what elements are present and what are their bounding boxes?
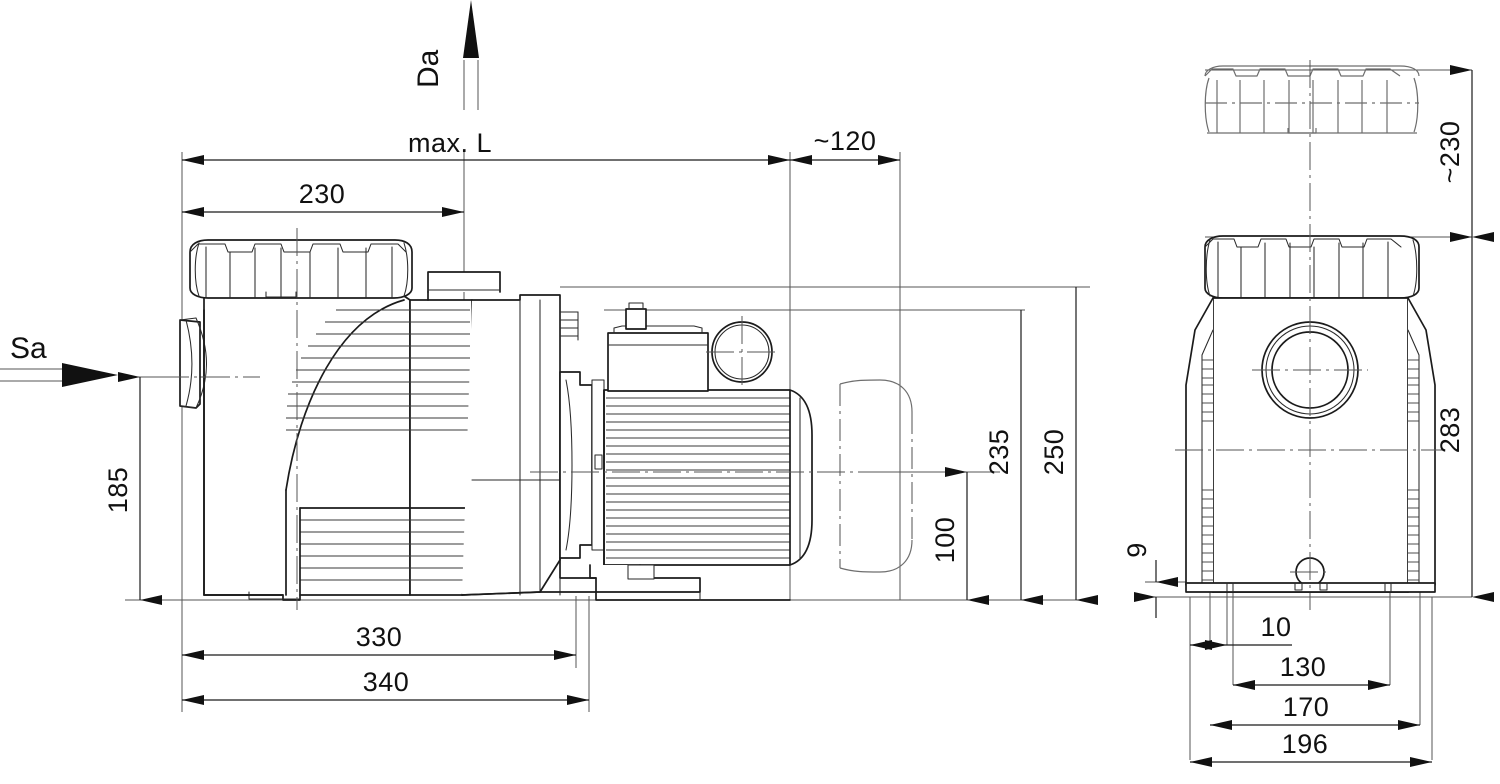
terminal-box <box>607 302 709 392</box>
dimension-196-text: 196 <box>1282 729 1329 759</box>
discharge-indicator <box>463 0 479 110</box>
discharge-label: Da <box>412 49 445 88</box>
dimension-250: 250 <box>1039 287 1098 605</box>
dimension-196: 196 <box>1190 729 1432 767</box>
dimension-340-text: 340 <box>363 667 410 697</box>
suction-indicator <box>0 363 118 387</box>
motor-foot <box>203 557 791 601</box>
dimension-250-text: 250 <box>1039 429 1069 476</box>
motor-body <box>603 389 813 566</box>
dimension-130-text: 130 <box>1280 652 1327 682</box>
pump-casing <box>285 271 579 596</box>
motor-adapter <box>559 371 605 559</box>
dimension-283: 283 <box>1435 232 1494 602</box>
front-view: ~230 283 9 10 130 170 <box>1122 60 1494 767</box>
dimension-100-text: 100 <box>930 517 960 564</box>
dimension-max-l-text: max. L <box>408 128 492 158</box>
dimension-230-lift: ~230 <box>1435 65 1494 242</box>
dimension-235-text: 235 <box>984 429 1014 476</box>
dimension-170-text: 170 <box>1283 692 1330 722</box>
rear-cowl-ghost <box>839 379 913 573</box>
dimension-120: ~120 <box>790 126 900 165</box>
dimension-235: 235 <box>984 310 1043 605</box>
dimension-230: 230 <box>182 179 464 217</box>
dimension-330: 330 <box>182 622 576 660</box>
dimension-340: 340 <box>182 667 589 705</box>
dimension-283-text: 283 <box>1435 407 1465 454</box>
dimension-185: 185 <box>103 372 162 605</box>
lid-removal-ghost <box>1204 65 1420 134</box>
dimension-10-text: 10 <box>1260 612 1291 642</box>
dimension-170: 170 <box>1210 692 1420 730</box>
dimension-120-text: ~120 <box>814 126 877 156</box>
dimension-330-text: 330 <box>356 622 403 652</box>
dimension-10: 10 <box>1190 612 1292 650</box>
suction-label: Sa <box>10 332 47 365</box>
dimension-185-text: 185 <box>103 467 133 514</box>
side-view: Sa Da <box>0 0 1098 712</box>
strainer-lid <box>189 239 413 299</box>
strainer-housing <box>179 295 411 601</box>
front-lid <box>1204 235 1420 299</box>
dimension-230-text: 230 <box>299 179 346 209</box>
dimension-100: 100 <box>930 467 989 605</box>
dimension-230-lift-text: ~230 <box>1435 121 1465 184</box>
dimension-9: 9 <box>1122 542 1178 618</box>
capacitor-cover <box>706 316 778 388</box>
dimension-130: 130 <box>1233 652 1390 690</box>
dimension-9-text: 9 <box>1122 542 1152 558</box>
dimension-max-l: max. L <box>182 128 790 165</box>
